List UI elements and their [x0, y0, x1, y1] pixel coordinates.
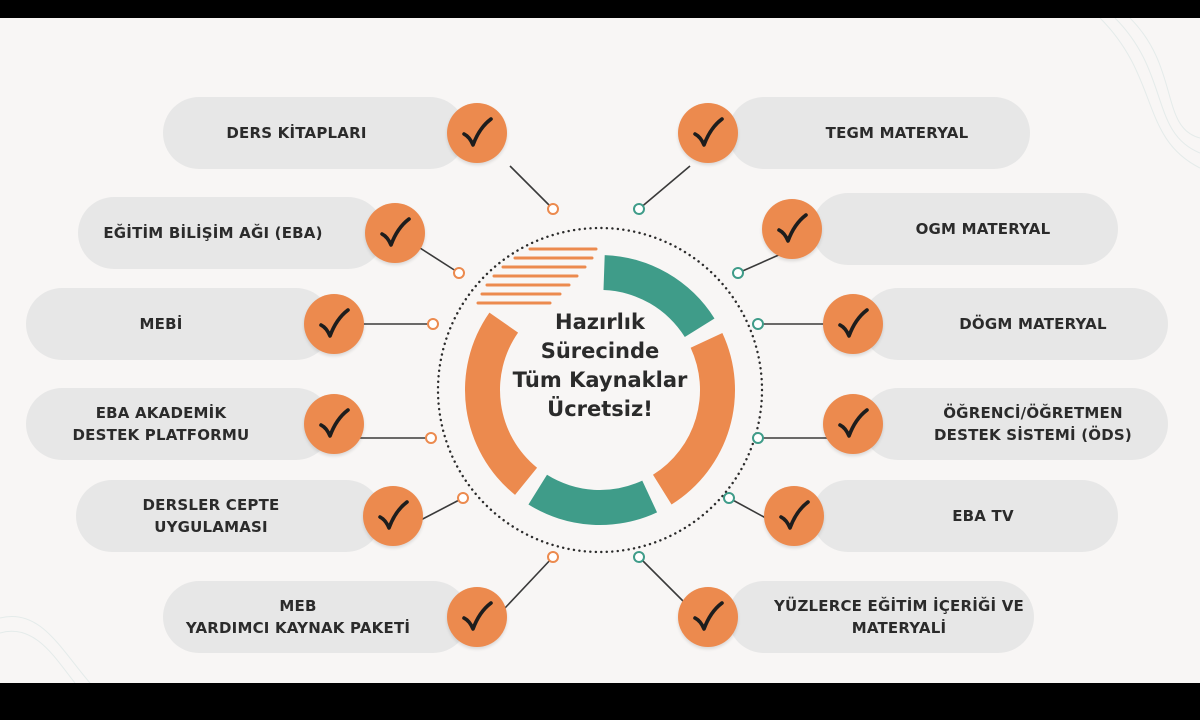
resource-label: DÖGM MATERYAL	[959, 315, 1107, 333]
check-icon	[380, 217, 411, 247]
center-title: Hazırlık Sürecinde Tüm Kaynaklar Ücretsi…	[480, 308, 720, 424]
resource-item-dersler-cepte: DERSLER CEPTE UYGULAMASI	[76, 480, 382, 552]
donut-segment-teal-top	[603, 255, 715, 338]
center-line: Hazırlık	[555, 310, 645, 334]
check-badge	[678, 587, 738, 647]
check-icon	[378, 500, 409, 530]
center-line: Sürecinde	[540, 339, 660, 363]
connector-node-dot	[723, 492, 735, 504]
resource-item-tegm: TEGM MATERYAL	[728, 97, 1030, 169]
center-line: Tüm Kaynaklar	[512, 368, 688, 392]
connector-node-dot	[453, 267, 465, 279]
donut-segment-orange-left	[464, 312, 538, 495]
check-badge	[447, 103, 507, 163]
resource-label: YÜZLERCE EĞİTİM İÇERİĞİ VE MATERYALİ	[774, 597, 1024, 637]
check-badge	[678, 103, 738, 163]
resource-item-ogm: OGM MATERYAL	[812, 193, 1118, 265]
donut-segments	[464, 255, 735, 525]
check-icon	[779, 500, 810, 530]
check-icon	[319, 408, 350, 438]
connector-node-dot	[752, 432, 764, 444]
resource-item-meb-yardimci: MEB YARDIMCI KAYNAK PAKETİ	[163, 581, 469, 653]
corner-wave-decoration	[0, 18, 1200, 683]
check-badge	[823, 294, 883, 354]
connector-line	[509, 165, 554, 210]
check-icon	[462, 117, 493, 147]
check-icon	[462, 601, 493, 631]
resource-label: MEB YARDIMCI KAYNAK PAKETİ	[185, 597, 411, 637]
check-badge	[764, 486, 824, 546]
resource-label: DERSLER CEPTE UYGULAMASI	[142, 496, 280, 536]
connector-node-dot	[425, 432, 437, 444]
connector-node-dot	[633, 551, 645, 563]
connector-lines	[335, 165, 860, 609]
resource-label: ÖĞRENCİ/ÖĞRETMEN DESTEK SİSTEMİ (ÖDS)	[934, 404, 1132, 444]
check-icon	[319, 308, 350, 338]
infographic-canvas: DERS KİTAPLARI EĞİTİM BİLİŞİM AĞI (EBA) …	[0, 18, 1200, 683]
dotted-ring	[436, 226, 764, 554]
resource-item-eba-akademik: EBA AKADEMİK DESTEK PLATFORMU	[26, 388, 332, 460]
connector-line	[419, 247, 460, 274]
resource-label: EĞİTİM BİLİŞİM AĞI (EBA)	[103, 224, 323, 242]
resource-label: DERS KİTAPLARI	[226, 124, 367, 142]
resource-item-dogm: DÖGM MATERYAL	[862, 288, 1168, 360]
resource-label: EBA TV	[952, 507, 1014, 525]
resource-label: EBA AKADEMİK DESTEK PLATFORMU	[72, 404, 250, 444]
check-icon	[777, 213, 808, 243]
check-icon	[693, 601, 724, 631]
connector-line	[638, 556, 691, 609]
check-badge	[304, 394, 364, 454]
connector-node-dot	[732, 267, 744, 279]
connector-line	[638, 165, 691, 210]
check-badge	[304, 294, 364, 354]
check-badge	[365, 203, 425, 263]
connector-node-dot	[752, 318, 764, 330]
resource-item-eba-tv: EBA TV	[812, 480, 1118, 552]
donut-segment-teal-bottom	[528, 474, 658, 525]
resource-item-mebi: MEBİ	[26, 288, 332, 360]
connector-node-dot	[547, 203, 559, 215]
check-badge	[363, 486, 423, 546]
resource-label: OGM MATERYAL	[915, 220, 1051, 238]
resource-item-ods: ÖĞRENCİ/ÖĞRETMEN DESTEK SİSTEMİ (ÖDS)	[862, 388, 1168, 460]
center-ring-graphic	[0, 18, 1200, 683]
hatch-stripes	[476, 247, 598, 305]
check-badge	[447, 587, 507, 647]
resource-item-eba: EĞİTİM BİLİŞİM AĞI (EBA)	[78, 197, 384, 269]
check-icon	[693, 117, 724, 147]
check-icon	[838, 308, 869, 338]
connector-node-dot	[457, 492, 469, 504]
check-icon	[838, 408, 869, 438]
resource-item-yuzlerce: YÜZLERCE EĞİTİM İÇERİĞİ VE MATERYALİ	[728, 581, 1034, 653]
center-line: Ücretsiz!	[547, 397, 653, 421]
connector-node-dot	[547, 551, 559, 563]
check-badge	[823, 394, 883, 454]
resource-label: TEGM MATERYAL	[825, 124, 969, 142]
connector-node-dot	[427, 318, 439, 330]
resource-label: MEBİ	[139, 315, 183, 333]
connector-node-dot	[633, 203, 645, 215]
resource-item-ders-kitaplari: DERS KİTAPLARI	[163, 97, 466, 169]
check-badge	[762, 199, 822, 259]
connector-line	[414, 497, 464, 524]
donut-segment-orange-right	[652, 332, 735, 505]
connector-line	[504, 556, 554, 609]
